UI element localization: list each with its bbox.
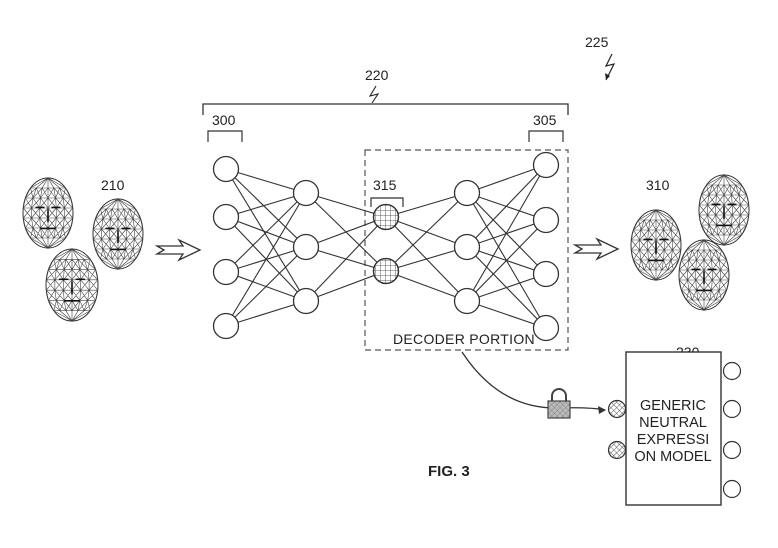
transfer-arrow — [461, 351, 606, 411]
latent-bracket — [370, 197, 404, 207]
network-node — [532, 314, 560, 342]
arrow-right-icon — [572, 237, 620, 261]
network-edge — [225, 300, 307, 327]
network-edge — [466, 164, 547, 248]
network-edge — [225, 168, 307, 302]
face-mesh-icon — [45, 247, 99, 323]
network-edge — [466, 219, 547, 302]
network-edge — [225, 168, 307, 194]
network-edge — [466, 300, 547, 329]
network-edge — [305, 216, 387, 248]
network-edge — [385, 270, 468, 302]
network-node — [212, 203, 240, 231]
network-node — [292, 287, 320, 315]
figure-caption: FIG. 3 — [428, 463, 470, 480]
ref-300: 300 — [212, 112, 236, 128]
ref-220: 220 — [365, 67, 389, 83]
generic-model-box — [625, 351, 722, 506]
network-edge — [225, 192, 307, 218]
ref-305: 305 — [533, 112, 557, 128]
network-node — [453, 179, 481, 207]
model-output-node — [722, 399, 742, 419]
network-edges — [225, 164, 547, 329]
face-mesh-icon — [698, 173, 750, 247]
input-face-meshes — [22, 176, 144, 323]
network-edge — [225, 168, 307, 248]
input-layer-bracket — [207, 130, 243, 142]
network-node — [292, 233, 320, 261]
latent-node-hatch — [372, 257, 400, 285]
latent-node-hatch — [372, 203, 400, 231]
face-mesh-icon — [92, 197, 144, 271]
arrow-right-icon — [154, 238, 202, 262]
output-layer-bracket — [528, 130, 564, 142]
network-node — [532, 260, 560, 288]
decoder-label-bg — [378, 331, 543, 349]
network-node — [212, 155, 240, 183]
generic-model-line-2: NEUTRAL — [639, 415, 707, 431]
ref-315: 315 — [373, 177, 397, 193]
network-edge — [305, 270, 387, 302]
face-mesh-icon — [678, 238, 730, 312]
squiggle-icon — [368, 85, 380, 104]
network-bracket — [202, 103, 569, 115]
network-node — [453, 233, 481, 261]
decoder-label: DECODER PORTION — [393, 331, 535, 347]
network-edge — [225, 246, 307, 327]
ref-225: 225 — [585, 34, 609, 50]
arrowhead-icon — [605, 73, 610, 80]
ref-310: 310 — [646, 177, 670, 193]
squiggle-icon — [604, 53, 616, 81]
arrowhead-icon — [598, 406, 606, 414]
ref-210: 210 — [101, 177, 125, 193]
face-mesh-icon — [630, 208, 682, 282]
output-face-meshes — [630, 173, 750, 312]
network-edge — [305, 192, 387, 218]
network-edge — [466, 164, 547, 194]
lock-icon — [547, 388, 571, 419]
model-input-node — [607, 440, 627, 460]
face-mesh-icon — [22, 176, 74, 250]
generic-model-line-1: GENERIC — [640, 398, 706, 414]
model-output-node — [722, 440, 742, 460]
network-node — [453, 287, 481, 315]
network-edge — [225, 192, 307, 327]
network-edge — [385, 246, 468, 272]
network-edge — [466, 164, 547, 302]
generic-model-line-3: EXPRESSI — [637, 432, 710, 448]
network-node — [212, 258, 240, 286]
model-output-node — [722, 361, 742, 381]
model-output-node — [722, 479, 742, 499]
model-input-node — [607, 399, 627, 419]
network-node — [532, 206, 560, 234]
network-edge — [385, 192, 468, 218]
network-node — [212, 312, 240, 340]
network-nodes — [212, 151, 560, 342]
generic-model-line-4: ON MODEL — [634, 449, 711, 465]
network-node — [292, 179, 320, 207]
network-edge — [385, 192, 468, 272]
network-edge — [305, 216, 387, 302]
network-edge — [225, 192, 307, 273]
network-edge — [466, 273, 547, 302]
network-node — [532, 151, 560, 179]
